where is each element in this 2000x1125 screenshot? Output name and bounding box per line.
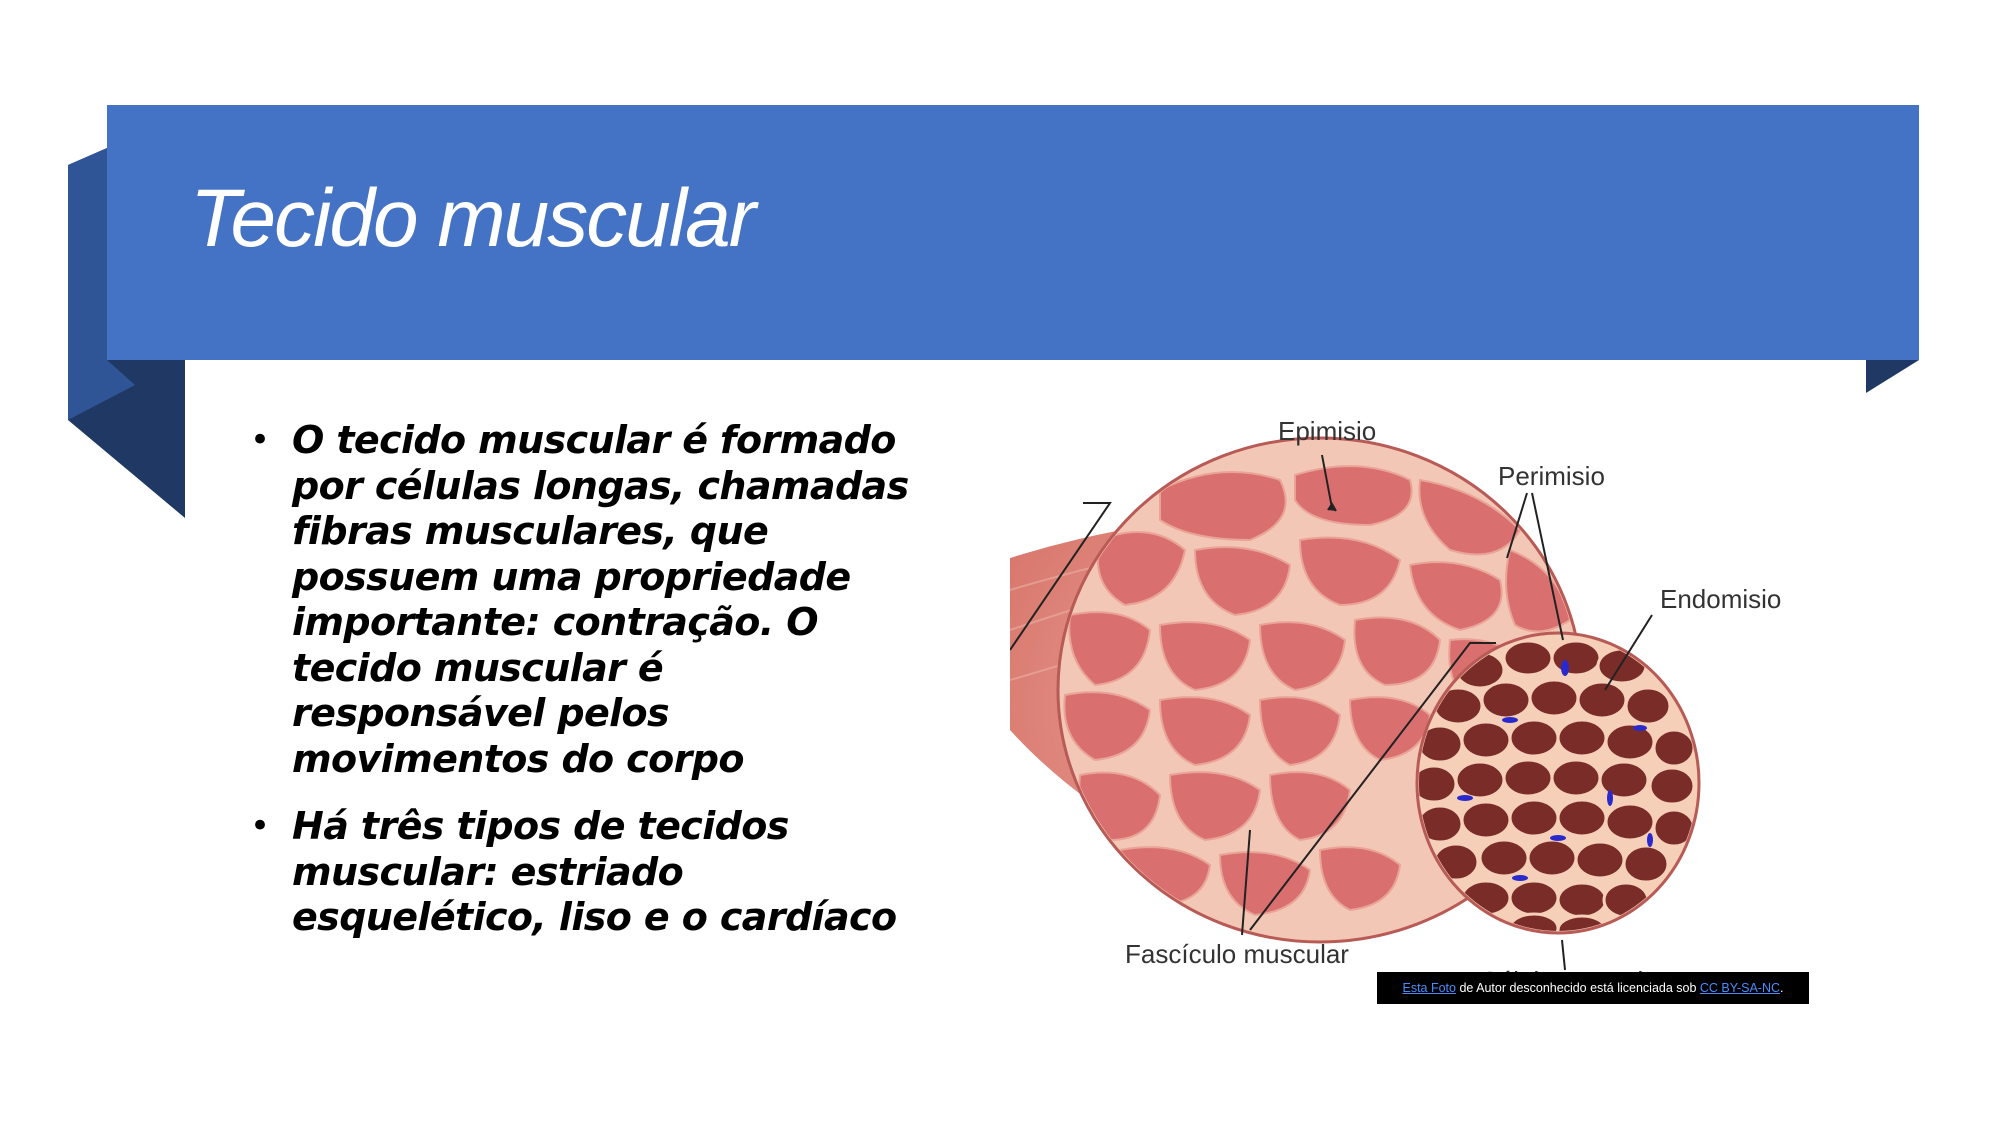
ribbon-left-fold-mid (68, 148, 135, 420)
bullet-item: • O tecido muscular é formado por célula… (250, 418, 910, 782)
cell-nuclei (1457, 660, 1653, 881)
bullet-item: • Há três tipos de tecidos muscular: est… (250, 804, 910, 941)
muscle-diagram: Epimisio Perimisio Endomisio Fascículo m… (1010, 400, 1800, 990)
bullet-marker: • (250, 420, 270, 460)
credit-text-end: . (1780, 981, 1784, 995)
label-perimisio: Perimisio (1498, 461, 1605, 491)
bullet-marker: • (250, 806, 270, 846)
muscle-diagram-svg: Epimisio Perimisio Endomisio Fascículo m… (1010, 416, 1781, 990)
bullet-list: • O tecido muscular é formado por célula… (250, 418, 910, 963)
label-fasciculo: Fascículo muscular (1125, 939, 1349, 969)
credit-license-link[interactable]: CC BY-SA-NC (1699, 981, 1781, 995)
bullet-text: Há três tipos de tecidos muscular: estri… (292, 804, 897, 939)
label-epimisio: Epimisio (1278, 416, 1376, 446)
bullet-text: O tecido muscular é formado por células … (292, 418, 909, 781)
muscle-cells (1419, 639, 1696, 931)
label-endomisio: Endomisio (1660, 584, 1781, 614)
leader-lines (1010, 454, 1653, 971)
credit-text: de Autor desconhecido está licenciada so… (1455, 981, 1700, 995)
page-title: Tecido muscular (190, 173, 756, 264)
ribbon-right-fold (1866, 360, 1919, 393)
image-credit: Esta Foto de Autor desconhecido está lic… (1377, 972, 1809, 1004)
credit-photo-link[interactable]: Esta Foto (1402, 981, 1456, 995)
title-banner (107, 105, 1919, 360)
